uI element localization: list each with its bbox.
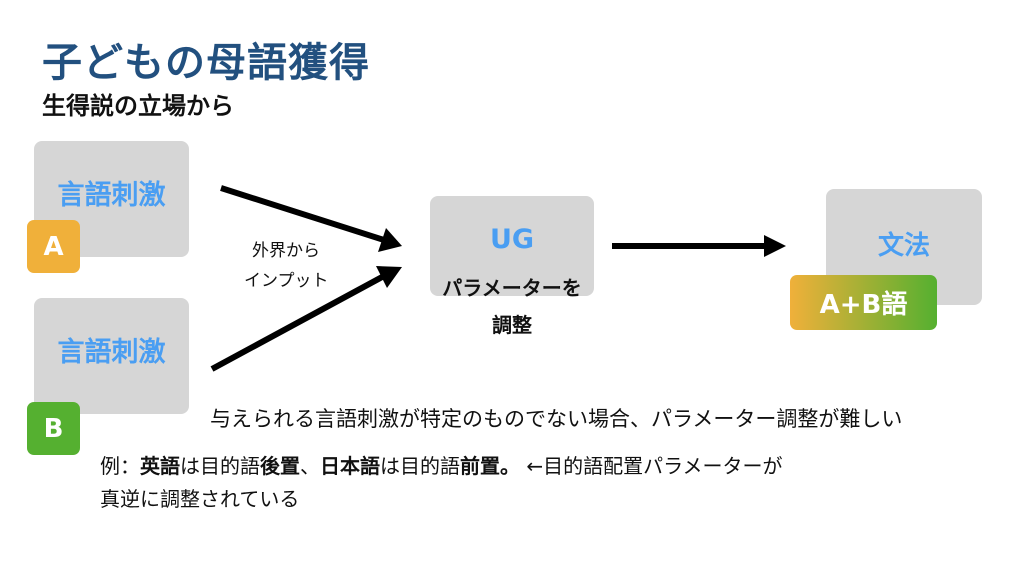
grammar-badge-label: A+B語 [819, 290, 908, 320]
example-prefix: 例： [100, 454, 140, 478]
grammar-label: 文法 [877, 231, 930, 261]
badge-b-label: B [43, 413, 64, 444]
example-postposition: 後置 [260, 454, 300, 478]
badge-b: B [27, 402, 80, 455]
ug-caption-line2: 調整 [492, 313, 532, 337]
ug-box: UG [430, 196, 594, 296]
example-english: 英語 [140, 454, 180, 478]
arrow-a-to-ug [220, 185, 402, 252]
input-label-line2: インプット [244, 271, 329, 291]
example-period: 。 [500, 454, 520, 478]
ug-caption-line1: パラメーターを [442, 276, 582, 300]
example-wa1: は目的語 [180, 454, 260, 478]
example-wa2: は目的語 [380, 454, 460, 478]
note-line1: 与えられる言語刺激が特定のものでない場合、パラメーター調整が難しい [210, 407, 903, 431]
stimulus-b-box: 言語刺激 [34, 298, 189, 414]
note-example-line1: 例：英語は目的語後置、日本語は目的語前置。 ←目的語配置パラメーターが [100, 450, 783, 479]
slide-subtitle: 生得説の立場から [42, 92, 234, 120]
grammar-badge: A+B語 [790, 275, 937, 330]
arrow-b-to-ug [210, 266, 402, 372]
example-japanese: 日本語 [320, 454, 380, 478]
example-comma: 、 [300, 454, 320, 478]
ug-label: UG [489, 224, 535, 255]
stimulus-a-label: 言語刺激 [57, 180, 166, 211]
input-label-line1: 外界から [252, 241, 320, 261]
slide-title: 子どもの母語獲得 [42, 40, 370, 86]
example-preposition: 前置 [460, 454, 500, 478]
arrow-ug-to-grammar [612, 235, 786, 257]
note-example-line2: 真逆に調整されている [100, 487, 300, 511]
badge-a-label: A [43, 231, 64, 262]
badge-a: A [27, 220, 80, 273]
example-arrow-note: ←目的語配置パラメーターが [520, 454, 783, 478]
stimulus-b-label: 言語刺激 [57, 337, 166, 368]
